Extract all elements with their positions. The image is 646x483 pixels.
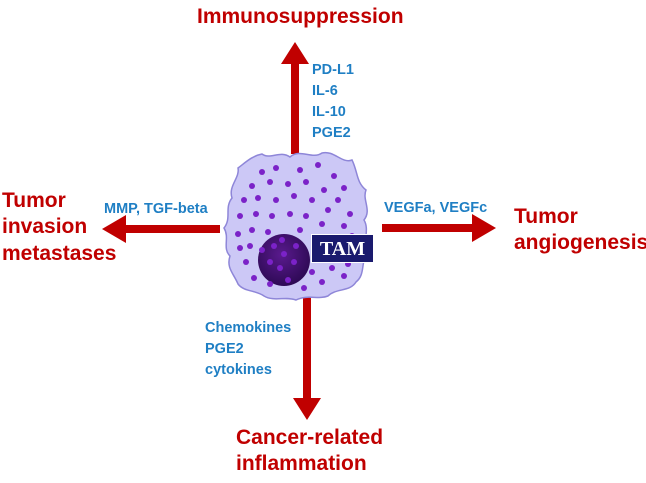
granule: [301, 285, 307, 291]
granule: [329, 265, 335, 271]
granule: [259, 247, 265, 253]
tam-label: TAM: [311, 234, 374, 263]
mediator-pge2-top: PGE2: [312, 125, 351, 141]
outcome-angiogenesis-line-2: angiogenesis: [514, 231, 646, 255]
granule: [319, 221, 325, 227]
granule: [309, 269, 315, 275]
granule: [271, 243, 277, 249]
granule: [281, 251, 287, 257]
outcome-invasion-line-3: metastases: [2, 241, 117, 265]
granule: [241, 197, 247, 203]
granule: [237, 245, 243, 251]
granule: [277, 265, 283, 271]
granule: [309, 197, 315, 203]
granule: [293, 243, 299, 249]
granule: [321, 187, 327, 193]
granule: [255, 195, 261, 201]
granule: [315, 162, 321, 168]
mediator-pge2-bottom: PGE2: [205, 341, 244, 357]
outcome-invasion-line-2: invasion: [2, 215, 88, 239]
granule: [291, 259, 297, 265]
granule: [273, 165, 279, 171]
granule: [267, 259, 273, 265]
granule: [297, 167, 303, 173]
granule: [265, 229, 271, 235]
granule: [267, 179, 273, 185]
granule: [237, 213, 243, 219]
outcome-inflammation-line-2: inflammation: [236, 452, 367, 476]
mediator-il-10: IL-10: [312, 104, 346, 120]
mediator-il-6: IL-6: [312, 83, 338, 99]
granule: [331, 173, 337, 179]
arrow-right: [382, 214, 496, 242]
granule: [341, 185, 347, 191]
granule: [249, 183, 255, 189]
granule: [247, 243, 253, 249]
granule: [341, 273, 347, 279]
granule: [269, 213, 275, 219]
arrow-left: [102, 215, 220, 243]
outcome-inflammation: Cancer-related inflammation: [236, 425, 383, 478]
outcome-immunosuppression: Immunosuppression: [197, 5, 404, 28]
granule: [235, 231, 241, 237]
granule: [259, 169, 265, 175]
mediator-pd-l1: PD-L1: [312, 62, 354, 78]
arrow-up: [281, 42, 309, 154]
granule: [303, 179, 309, 185]
granule: [253, 211, 259, 217]
granule: [341, 223, 347, 229]
mediators-left: MMP, TGF-beta: [104, 201, 208, 217]
outcome-angiogenesis-line-1: Tumor: [514, 205, 578, 228]
outcome-invasion-metastases: Tumor invasion metastases: [2, 188, 116, 267]
granule: [319, 279, 325, 285]
granule: [303, 213, 309, 219]
arrow-down: [293, 292, 321, 420]
granule: [335, 197, 341, 203]
mediator-chemokines: Chemokines: [205, 320, 292, 336]
granule: [267, 281, 273, 287]
granule: [297, 227, 303, 233]
granule: [291, 193, 297, 199]
granule: [251, 275, 257, 281]
granule: [347, 211, 353, 217]
granule: [249, 227, 255, 233]
granule: [285, 181, 291, 187]
mediator-cytokines: cytokines: [205, 362, 272, 378]
mediators-bottom: Chemokines PGE2 cytokines: [205, 318, 291, 381]
granule: [273, 197, 279, 203]
granule: [287, 211, 293, 217]
outcome-angiogenesis: Tumor angiogenesis: [514, 204, 646, 257]
granule: [279, 237, 285, 243]
mediators-top: PD-L1 IL-6 IL-10 PGE2: [312, 60, 354, 144]
outcome-inflammation-line-1: Cancer-related: [236, 426, 384, 449]
granule: [325, 207, 331, 213]
mediators-right: VEGFa, VEGFc: [384, 200, 488, 216]
granule: [243, 259, 249, 265]
granule: [285, 277, 291, 283]
outcome-invasion-line-1: Tumor: [2, 189, 66, 212]
